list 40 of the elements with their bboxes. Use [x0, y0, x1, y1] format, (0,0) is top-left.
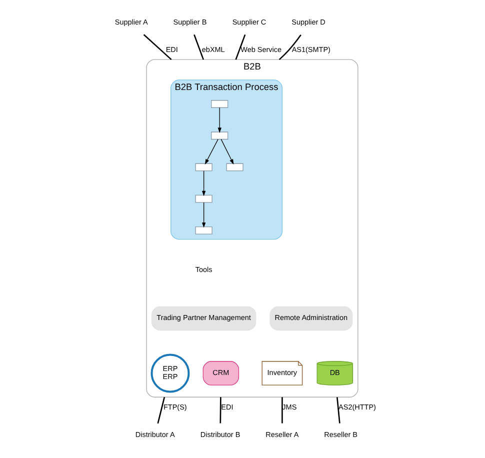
- node-text: Reseller A: [265, 430, 298, 440]
- edge-label: AS2(HTTP): [338, 402, 376, 412]
- node-text: Supplier A: [114, 18, 148, 27]
- arrow: [201, 202, 206, 228]
- connector: [336, 397, 340, 424]
- node-text: Reseller B: [324, 430, 357, 440]
- arrow: [220, 138, 234, 164]
- connector: [193, 34, 204, 60]
- node-box: [194, 194, 212, 203]
- edge-label: AS1(SMTP): [291, 45, 330, 54]
- connector: [142, 34, 172, 60]
- node-text: Distributor A: [134, 430, 174, 440]
- node-text: Distributor B: [200, 430, 240, 440]
- connector: [234, 34, 246, 60]
- node-box: [210, 100, 228, 108]
- node-box: Trading Partner Management: [150, 306, 256, 331]
- label: Tools: [194, 265, 212, 274]
- edge-label: FTP(S): [163, 402, 186, 412]
- arrow: [201, 170, 206, 196]
- node-circle: ERP ERP: [150, 354, 190, 393]
- cluster: B2B Transaction Process: [170, 80, 282, 240]
- node-text: Supplier B: [172, 18, 206, 27]
- node-box: Remote Administration: [269, 306, 352, 331]
- connector: [156, 396, 165, 424]
- arrow: [204, 138, 218, 164]
- arrow: [217, 107, 221, 133]
- node-box: [194, 163, 212, 172]
- edge-label: EDI: [220, 402, 233, 412]
- node-box: [194, 226, 212, 234]
- edge-label: ebXML: [201, 45, 224, 54]
- connector: [278, 34, 301, 60]
- node-box: [210, 132, 228, 140]
- node-text: Supplier C: [232, 18, 266, 27]
- connector: [281, 397, 282, 424]
- edge-label: Web Service: [240, 45, 282, 54]
- node-box: [226, 163, 243, 172]
- node-text: Supplier D: [291, 18, 325, 27]
- node-box: CRM: [202, 361, 239, 386]
- edge-label: EDI: [165, 45, 178, 54]
- connector: [219, 397, 221, 424]
